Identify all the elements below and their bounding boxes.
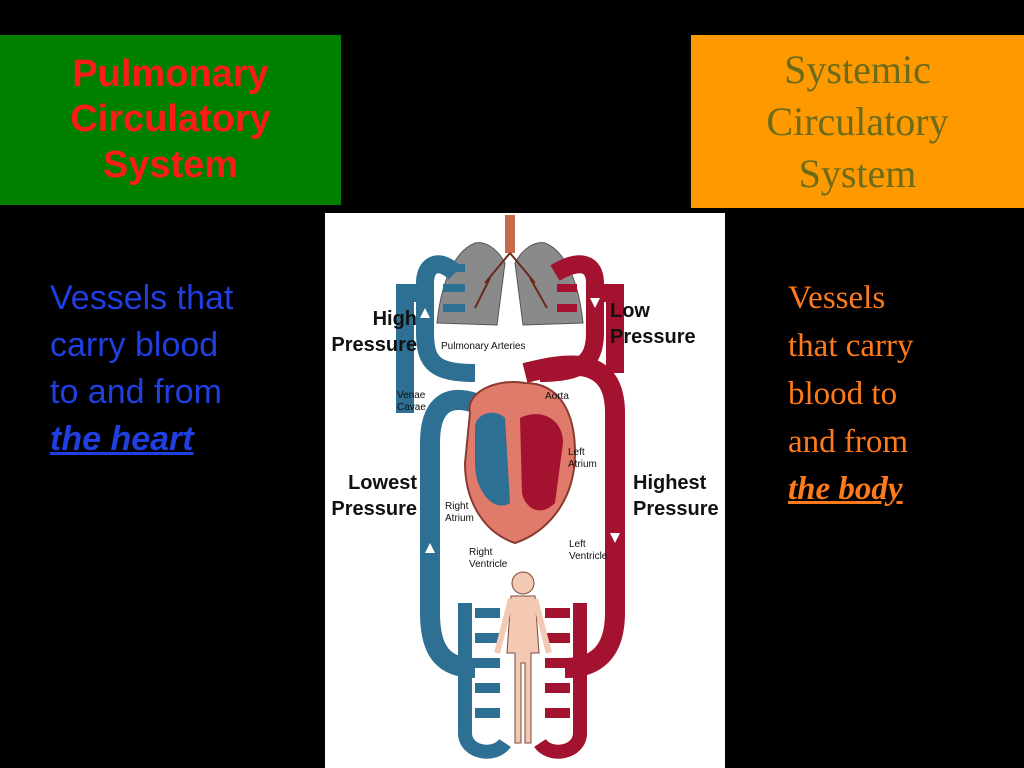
label-right-ventricle-2: Ventricle [469,559,508,570]
human-figure-icon [494,571,552,744]
label-high: High [373,308,417,330]
systemic-title: Systemic Circulatory System [766,46,949,196]
vena-cava-vessel [420,390,479,678]
systemic-line-1: Vessels [788,280,886,316]
label-lowest-pressure: Pressure [331,498,417,520]
label-left-ventricle-2: Ventricle [569,551,608,562]
pulmonary-title: Pulmonary Circulatory System [70,52,271,186]
label-pulmonary-arteries: Pulmonary Arteries [441,341,525,352]
pulmonary-description: Vessels that carry blood to and from the… [50,275,290,463]
pulmonary-line-2: carry blood [50,325,219,364]
label-left-atrium-1: Left [568,447,585,458]
circulation-diagram-svg: High Pressure Low Pressure Lowest Pressu… [331,215,719,759]
heart-icon [463,381,577,545]
pulmonary-line-3: to and from [50,372,222,411]
label-venae: Venae [397,390,426,401]
flow-arrows [420,298,620,553]
pulmonary-artery-vessel [396,255,476,413]
label-highest-pressure: Pressure [633,498,719,520]
label-low-pressure: Pressure [610,326,696,348]
label-highest: Highest [633,472,707,494]
label-left-atrium-2: Atrium [568,459,597,470]
systemic-line-2: that carry [788,327,914,364]
label-right-atrium-2: Atrium [445,513,474,524]
label-lowest: Lowest [348,472,417,494]
systemic-line-4: and from [788,423,909,460]
body-capillaries [458,603,587,759]
circulation-diagram: High Pressure Low Pressure Lowest Pressu… [325,213,725,768]
pulmonary-emphasis: the heart [50,419,194,458]
label-high-pressure: Pressure [331,334,417,356]
systemic-description: Vessels that carry blood to and from the… [788,275,1008,514]
systemic-title-box: Systemic Circulatory System [691,35,1024,208]
label-left-ventricle-1: Left [569,539,586,550]
label-cavae: Cavae [397,402,426,413]
systemic-line-3: blood to [788,375,898,412]
aorta-vessel [522,355,625,678]
pulmonary-title-box: Pulmonary Circulatory System [0,35,341,205]
label-right-ventricle-1: Right [469,547,493,558]
systemic-emphasis: the body [788,471,903,508]
label-low: Low [610,300,650,322]
label-right-atrium-1: Right [445,501,469,512]
label-aorta: Aorta [545,391,569,402]
pulmonary-line-1: Vessels that [50,279,234,317]
